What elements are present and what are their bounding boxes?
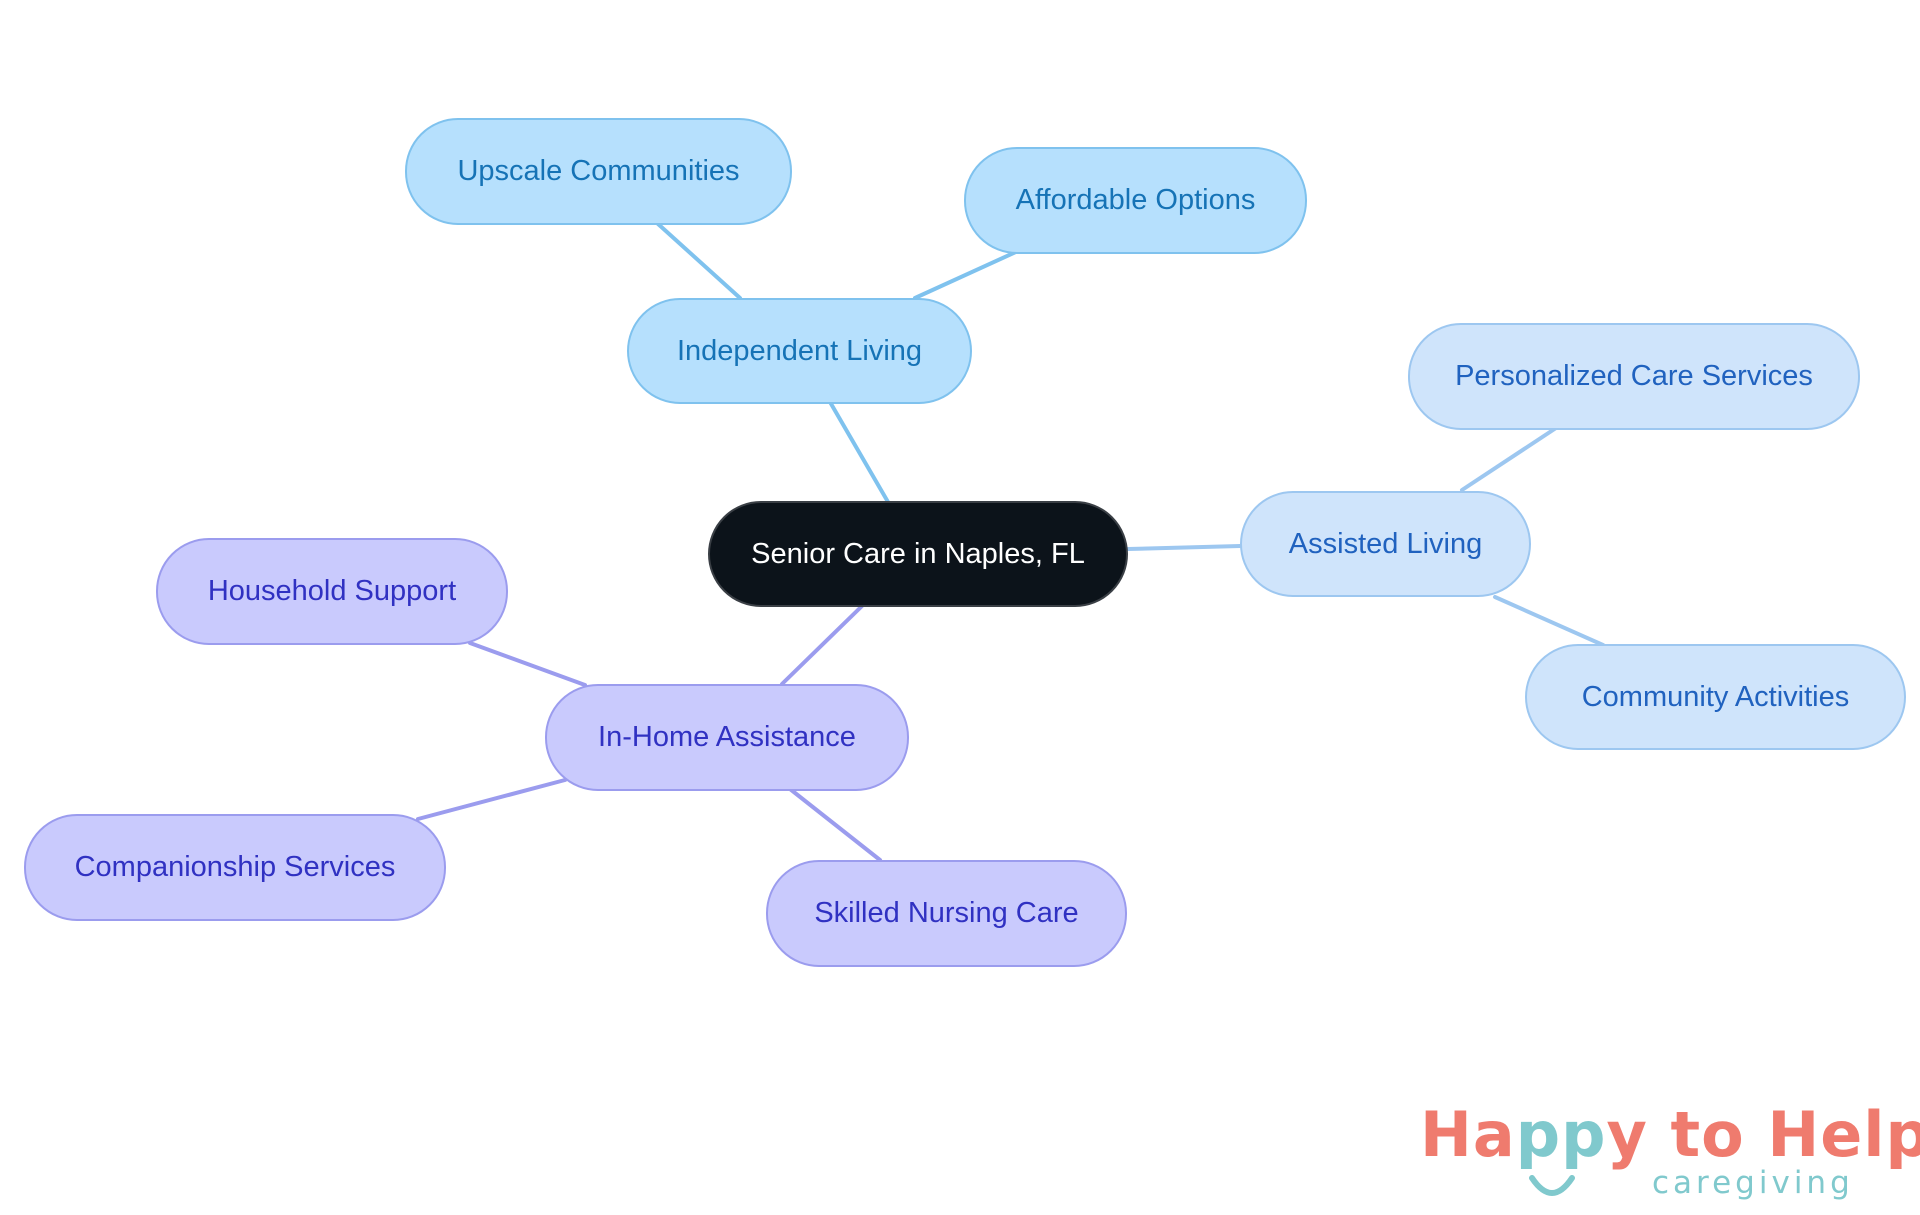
node-assisted-living[interactable]: Assisted Living	[1240, 491, 1531, 597]
edge-inhome-household	[468, 641, 587, 687]
node-assisted-living-label: Assisted Living	[1288, 527, 1483, 560]
edge-assisted-community	[1493, 595, 1605, 647]
node-in-home-assistance-label: In-Home Assistance	[598, 721, 856, 753]
node-upscale-communities-label: Upscale Communities	[457, 155, 740, 187]
node-household-support[interactable]: Household Support	[156, 538, 508, 645]
node-skilled-nursing-care-label: Skilled Nursing Care	[814, 897, 1079, 929]
logo-title-part2: pp	[1515, 1098, 1607, 1171]
node-skilled-nursing-care[interactable]: Skilled Nursing Care	[766, 860, 1127, 967]
node-personalized-care-services[interactable]: Personalized Care Services	[1408, 323, 1860, 430]
node-affordable-options-label: Affordable Options	[1015, 184, 1256, 216]
node-companionship-services-label: Companionship Services	[74, 851, 396, 883]
edge-assisted-personalized	[1460, 426, 1558, 492]
edge-root-inhome	[780, 604, 864, 686]
node-community-activities-label: Community Activities	[1581, 680, 1850, 713]
node-personalized-care-services-label: Personalized Care Services	[1455, 360, 1813, 392]
node-independent-living-label: Independent Living	[676, 334, 923, 367]
node-household-support-label: Household Support	[207, 575, 457, 607]
edge-independent-affordable	[913, 249, 1020, 300]
node-upscale-communities[interactable]: Upscale Communities	[405, 118, 792, 225]
node-community-activities[interactable]: Community Activities	[1525, 644, 1906, 750]
logo-subtitle: caregiving	[1652, 1165, 1854, 1201]
edge-independent-upscale	[655, 221, 742, 300]
smile-icon	[1529, 1175, 1575, 1196]
node-companionship-services[interactable]: Companionship Services	[24, 814, 446, 921]
logo-title: Happy to Help	[1420, 1098, 1920, 1171]
node-in-home-assistance[interactable]: In-Home Assistance	[545, 684, 909, 791]
edge-inhome-companionship	[416, 778, 567, 821]
node-affordable-options[interactable]: Affordable Options	[964, 147, 1307, 254]
edge-root-assisted	[1126, 544, 1242, 551]
logo-title-part1: Ha	[1420, 1098, 1516, 1171]
edge-inhome-nursing	[788, 787, 882, 862]
edge-root-independent	[828, 400, 890, 504]
node-independent-living[interactable]: Independent Living	[627, 298, 972, 404]
logo-title-part3: y to Help	[1606, 1098, 1920, 1171]
root-node[interactable]: Senior Care in Naples, FL	[708, 501, 1128, 607]
company-logo: Happy to Help caregiving	[1420, 1098, 1920, 1210]
root-node-label: Senior Care in Naples, FL	[751, 537, 1085, 570]
